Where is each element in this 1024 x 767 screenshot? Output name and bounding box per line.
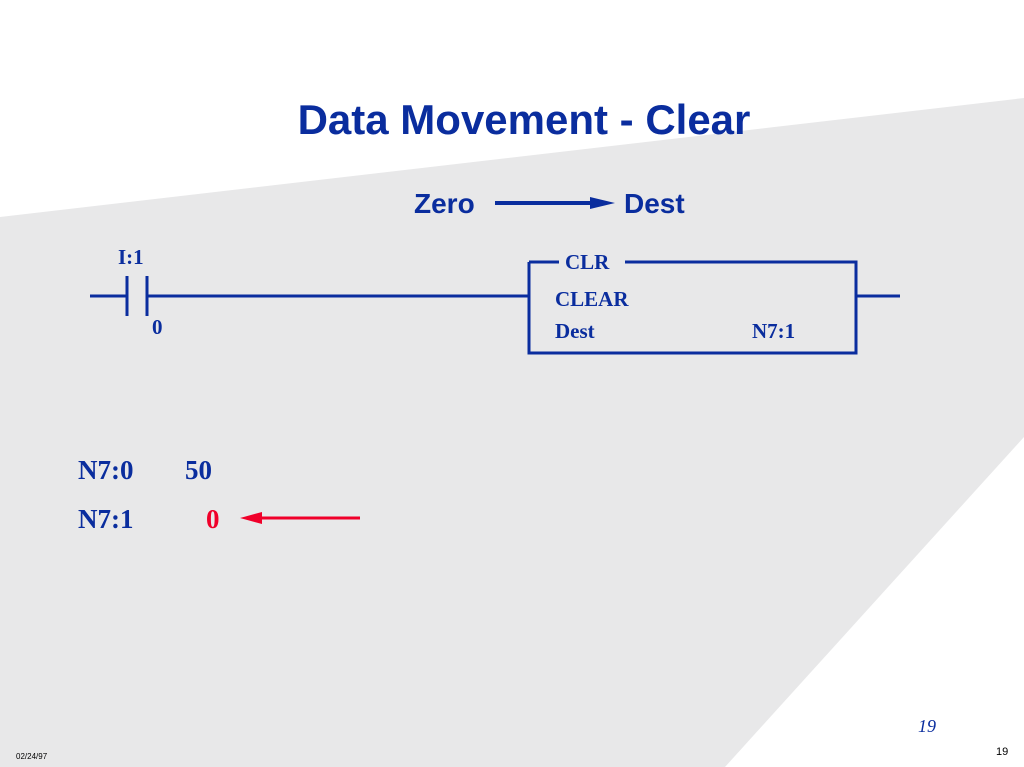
instruction-dest-label: Dest — [555, 319, 595, 343]
page-number: 19 — [996, 746, 1009, 758]
flow-target-label: Dest — [624, 188, 685, 219]
register-address-1: N7:1 — [78, 504, 134, 534]
instruction-mnemonic: CLR — [565, 250, 610, 274]
contact-address: I:1 — [118, 245, 144, 269]
flow-source-label: Zero — [414, 188, 475, 219]
ladder-rung — [90, 260, 900, 355]
register-value-0: 50 — [185, 455, 212, 485]
slide-number-italic: 19 — [918, 716, 936, 736]
highlight-arrow — [240, 512, 360, 524]
register-address-0: N7:0 — [78, 455, 134, 485]
contact-symbol — [90, 276, 149, 316]
register-value-1: 0 — [206, 504, 220, 534]
footer-date: 02/24/97 — [16, 752, 48, 761]
instruction-name: CLEAR — [555, 287, 629, 311]
instruction-dest-value: N7:1 — [752, 319, 796, 343]
contact-bit: 0 — [152, 315, 163, 339]
slide-title: Data Movement - Clear — [297, 96, 751, 143]
clr-instruction-box — [527, 260, 858, 355]
flow-arrow — [495, 197, 615, 209]
